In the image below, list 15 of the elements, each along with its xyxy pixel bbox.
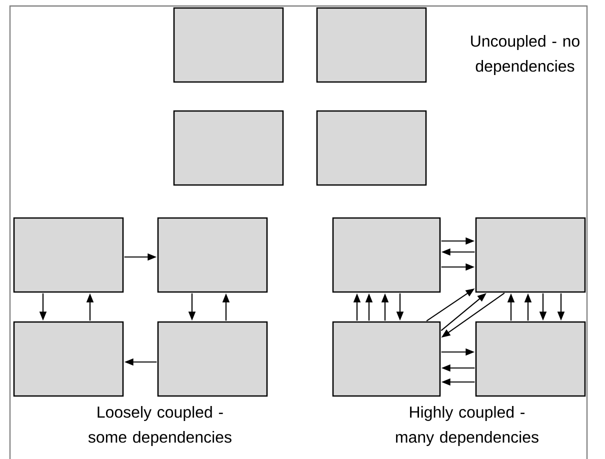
module-box [13, 321, 124, 397]
module-box [332, 217, 441, 293]
module-box [475, 217, 586, 293]
module-box [157, 217, 268, 293]
module-box [316, 110, 427, 186]
caption-text: Highly coupled - many dependencies [396, 406, 538, 446]
module-box [173, 7, 284, 83]
module-box [332, 321, 441, 397]
caption-text: Loosely coupled - some dependencies [88, 406, 232, 446]
module-box [157, 321, 268, 397]
caption-text: Uncoupled - no dependencies [471, 35, 580, 75]
module-box [475, 321, 586, 397]
module-box [173, 110, 284, 186]
module-box [316, 7, 427, 83]
module-box [13, 217, 124, 293]
